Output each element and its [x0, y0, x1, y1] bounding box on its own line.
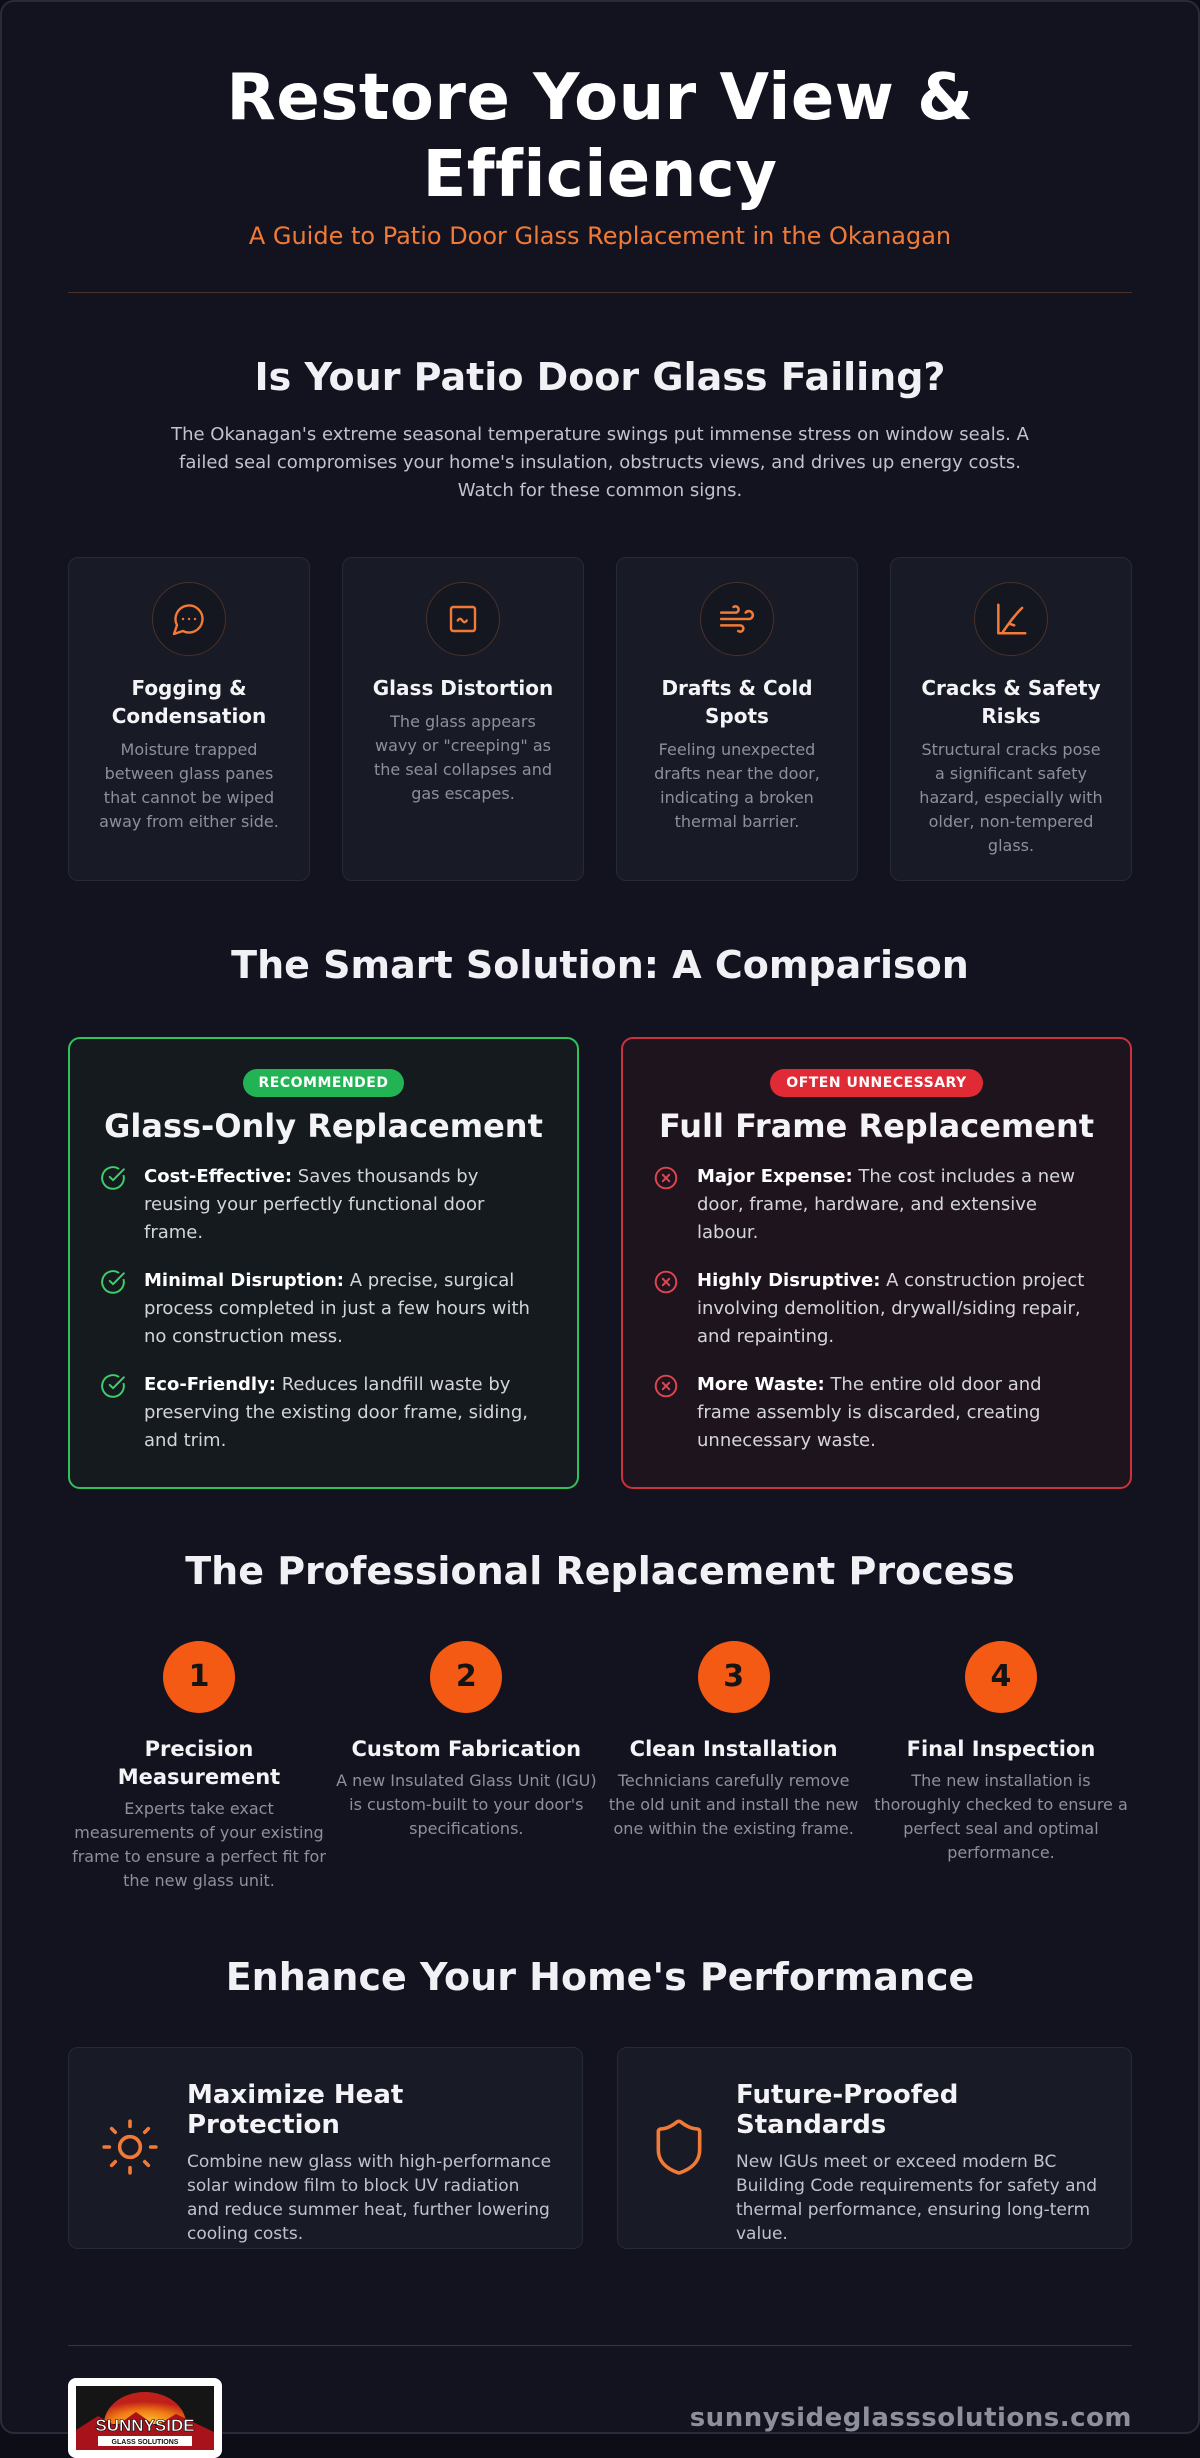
- sign-card: Glass Distortion The glass appears wavy …: [342, 556, 584, 881]
- page-title: Restore Your View & Efficiency: [226, 61, 974, 212]
- sign-text: Feeling unexpected drafts near the door,…: [654, 739, 820, 831]
- process-step: 2 Custom Fabrication A new Insulated Gla…: [335, 1640, 597, 1893]
- sign-text: The glass appears wavy or "creeping" as …: [374, 711, 552, 803]
- signs-section: Is Your Patio Door Glass Failing? The Ok…: [68, 355, 1132, 881]
- point-label: Eco-Friendly:: [144, 1373, 277, 1395]
- step-title: Precision Measurement: [117, 1736, 281, 1789]
- full-frame-box: OFTEN UNNECESSARY Full Frame Replacement…: [621, 1036, 1132, 1489]
- feature-card: Future-Proofed Standards New IGUs meet o…: [617, 2046, 1132, 2249]
- list-item: Eco-Friendly: Reduces landfill waste by …: [100, 1371, 547, 1455]
- step-text: A new Insulated Glass Unit (IGU) is cust…: [336, 1770, 597, 1838]
- recommended-badge: RECOMMENDED: [242, 1068, 405, 1097]
- step-text: Experts take exact measurements of your …: [72, 1798, 326, 1890]
- point-label: Highly Disruptive:: [697, 1269, 881, 1291]
- distortion-icon: [426, 581, 500, 656]
- list-item: Highly Disruptive: A construction projec…: [653, 1267, 1100, 1351]
- pros-list: Cost-Effective: Saves thousands by reusi…: [100, 1163, 547, 1455]
- point-text: The cost includes a new door, frame, har…: [697, 1165, 1075, 1243]
- divider: [68, 2344, 1132, 2346]
- unnecessary-badge: OFTEN UNNECESSARY: [770, 1068, 983, 1097]
- check-circle-icon: [100, 1163, 144, 1247]
- section-intro: The Okanagan's extreme seasonal temperat…: [171, 423, 1029, 501]
- point-text: Reduces landfill waste by preserving the…: [144, 1373, 528, 1451]
- step-number: 2: [430, 1640, 503, 1713]
- feature-cards: Maximize Heat Protection Combine new gla…: [68, 2046, 1132, 2249]
- page-subtitle: A Guide to Patio Door Glass Replacement …: [248, 221, 952, 250]
- x-circle-icon: [653, 1267, 697, 1351]
- option-title: Full Frame Replacement: [658, 1106, 1095, 1145]
- feature-card: Maximize Heat Protection Combine new gla…: [68, 2046, 583, 2249]
- x-circle-icon: [653, 1371, 697, 1455]
- footer: SUNNYSIDE GLASS SOLUTIONS sunnysideglass…: [68, 2377, 1132, 2458]
- comparison-section: The Smart Solution: A Comparison RECOMME…: [68, 943, 1132, 1489]
- list-item: Minimal Disruption: A precise, surgical …: [100, 1267, 547, 1351]
- section-title: Is Your Patio Door Glass Failing?: [254, 354, 946, 399]
- process-step: 1 Precision Measurement Experts take exa…: [68, 1640, 330, 1893]
- point-label: Major Expense:: [697, 1165, 853, 1187]
- sun-icon: [99, 2080, 187, 2248]
- feature-title: Future-Proofed Standards: [736, 2079, 959, 2140]
- option-title: Glass-Only Replacement: [104, 1106, 543, 1145]
- glass-only-box: RECOMMENDED Glass-Only Replacement Cost-…: [68, 1036, 579, 1489]
- sign-card: Drafts & Cold Spots Feeling unexpected d…: [616, 556, 858, 881]
- wind-icon: [700, 581, 774, 656]
- section-title: Enhance Your Home's Performance: [225, 1954, 975, 1999]
- sign-title: Glass Distortion: [372, 675, 554, 700]
- section-title: The Smart Solution: A Comparison: [231, 942, 969, 987]
- performance-section: Enhance Your Home's Performance Maximize…: [68, 1955, 1132, 2249]
- comparison-boxes: RECOMMENDED Glass-Only Replacement Cost-…: [68, 1036, 1132, 1489]
- hero: Restore Your View & Efficiency A Guide t…: [68, 2, 1132, 250]
- step-text: Technicians carefully remove the old uni…: [608, 1770, 859, 1838]
- step-number: 3: [697, 1640, 770, 1713]
- step-title: Final Inspection: [906, 1736, 1096, 1761]
- sign-text: Structural cracks pose a significant saf…: [919, 739, 1103, 855]
- list-item: Major Expense: The cost includes a new d…: [653, 1163, 1100, 1247]
- step-text: The new installation is thoroughly check…: [874, 1770, 1128, 1862]
- logo-wordmark: SUNNYSIDE: [95, 2416, 194, 2435]
- process-section: The Professional Replacement Process 1 P…: [68, 1549, 1132, 1893]
- website-url[interactable]: sunnysideglasssolutions.com: [689, 2402, 1132, 2433]
- sign-card: Fogging & Condensation Moisture trapped …: [68, 556, 310, 881]
- feature-text: Combine new glass with high-performance …: [187, 2151, 552, 2244]
- sign-title: Fogging & Condensation: [111, 675, 267, 728]
- list-item: Cost-Effective: Saves thousands by reusi…: [100, 1163, 547, 1247]
- section-title: The Professional Replacement Process: [185, 1548, 1015, 1593]
- check-circle-icon: [100, 1371, 144, 1455]
- sign-title: Cracks & Safety Risks: [921, 675, 1101, 728]
- process-steps: 1 Precision Measurement Experts take exa…: [68, 1640, 1132, 1893]
- chat-bubble-icon: [152, 581, 226, 656]
- signs-cards: Fogging & Condensation Moisture trapped …: [68, 556, 1132, 881]
- point-label: More Waste:: [697, 1373, 825, 1395]
- point-text: The entire old door and frame assembly i…: [697, 1373, 1042, 1451]
- x-circle-icon: [653, 1163, 697, 1247]
- check-circle-icon: [100, 1267, 144, 1351]
- crack-icon: [974, 581, 1048, 656]
- logo-tagline: GLASS SOLUTIONS: [112, 2439, 179, 2446]
- step-number: 1: [163, 1640, 235, 1713]
- point-text: A construction project involving demolit…: [697, 1269, 1085, 1347]
- point-label: Cost-Effective:: [144, 1165, 293, 1187]
- process-step: 4 Final Inspection The new installation …: [870, 1640, 1132, 1893]
- step-title: Clean Installation: [629, 1736, 838, 1761]
- feature-title: Maximize Heat Protection: [187, 2079, 404, 2140]
- list-item: More Waste: The entire old door and fram…: [653, 1371, 1100, 1455]
- feature-text: New IGUs meet or exceed modern BC Buildi…: [736, 2151, 1098, 2244]
- sign-card: Cracks & Safety Risks Structural cracks …: [890, 556, 1132, 881]
- divider: [68, 291, 1132, 293]
- point-label: Minimal Disruption:: [144, 1269, 344, 1291]
- point-text: Saves thousands by reusing your perfectl…: [144, 1165, 485, 1243]
- company-logo: SUNNYSIDE GLASS SOLUTIONS: [68, 2377, 222, 2458]
- process-step: 3 Clean Installation Technicians careful…: [603, 1640, 865, 1893]
- sign-title: Drafts & Cold Spots: [661, 675, 813, 728]
- point-text: A precise, surgical process completed in…: [144, 1269, 530, 1347]
- step-title: Custom Fabrication: [351, 1736, 582, 1761]
- shield-icon: [648, 2080, 736, 2248]
- sign-text: Moisture trapped between glass panes tha…: [99, 739, 279, 831]
- cons-list: Major Expense: The cost includes a new d…: [653, 1163, 1100, 1455]
- step-number: 4: [964, 1640, 1037, 1713]
